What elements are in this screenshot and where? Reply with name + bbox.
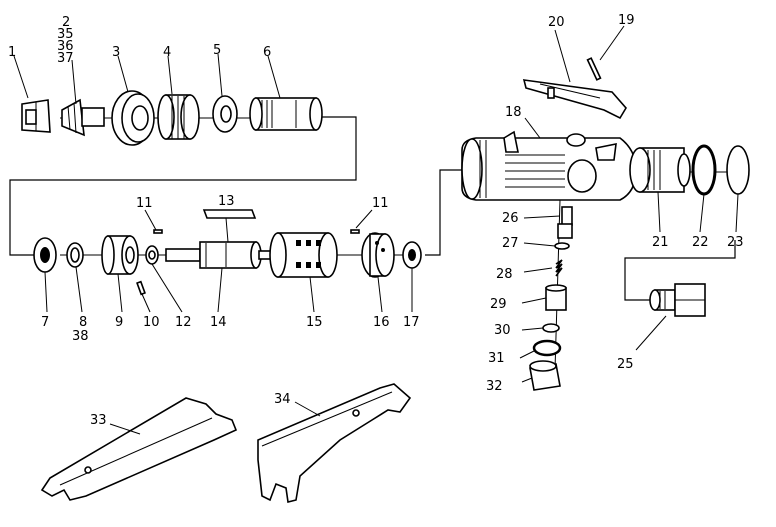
callout-3: 3 <box>112 45 120 60</box>
callout-20: 20 <box>548 15 565 30</box>
callout-19: 19 <box>618 13 635 28</box>
callout-32: 32 <box>486 379 503 394</box>
part-23-snap-ring <box>726 145 750 195</box>
part-34-wrench <box>257 383 412 503</box>
leader-lines <box>13 25 739 435</box>
callout-9: 9 <box>115 315 123 330</box>
part-9-bearing-housing <box>101 235 139 275</box>
part-22-o-ring <box>691 144 717 196</box>
callout-12: 12 <box>175 315 192 330</box>
part-4-threaded-housing <box>157 94 200 140</box>
callout-5: 5 <box>213 43 221 58</box>
assembly-line-right <box>425 169 462 256</box>
part-28-spring <box>555 259 563 277</box>
callout-11-right: 11 <box>372 196 389 211</box>
callout-15: 15 <box>306 315 323 330</box>
part-26-valve-stem <box>557 206 573 239</box>
part-1-collet-nut <box>21 99 51 133</box>
callout-17: 17 <box>403 315 420 330</box>
part-12-small-bearing <box>145 245 159 265</box>
callout-28: 28 <box>496 267 513 282</box>
part-25-inlet-fitting <box>649 283 706 317</box>
part-2-collet <box>61 98 105 137</box>
part-18-housing <box>461 130 637 201</box>
callout-14: 14 <box>210 315 227 330</box>
assembly-line-top <box>9 116 357 256</box>
part-10-pin <box>136 280 146 296</box>
callout-10: 10 <box>143 315 160 330</box>
callout-30: 30 <box>494 323 511 338</box>
part-30-o-ring <box>542 323 560 333</box>
part-15-cylinder <box>269 232 338 278</box>
part-8-ring <box>66 242 84 268</box>
part-11-pin-left <box>153 229 163 234</box>
callout-2: 2 <box>62 15 70 30</box>
callout-37: 37 <box>57 51 74 66</box>
part-6-spindle-sleeve <box>249 97 323 131</box>
part-7-bearing <box>33 237 57 273</box>
callout-29: 29 <box>490 297 507 312</box>
part-19-lever-pin <box>586 57 602 81</box>
callout-25: 25 <box>617 357 634 372</box>
part-14-rotor <box>165 241 272 269</box>
part-31-gasket <box>532 339 562 357</box>
callout-35: 35 <box>57 27 74 42</box>
part-27-o-ring <box>554 242 570 250</box>
part-17-rear-bearing <box>402 241 422 269</box>
callout-36: 36 <box>57 39 74 54</box>
part-33-wrench <box>40 397 238 501</box>
callout-21: 21 <box>652 235 669 250</box>
callout-22: 22 <box>692 235 709 250</box>
callout-8: 8 <box>79 315 87 330</box>
callout-7: 7 <box>41 315 49 330</box>
callout-4: 4 <box>163 45 171 60</box>
callout-26: 26 <box>502 211 519 226</box>
assembly-line-inlet <box>624 240 736 301</box>
part-21-rear-cap <box>629 147 691 193</box>
callout-38: 38 <box>72 329 89 344</box>
part-5-washer <box>212 95 238 133</box>
part-20-throttle-lever <box>522 79 627 120</box>
callout-1: 1 <box>8 45 16 60</box>
part-3-lock-ring <box>111 90 155 146</box>
callout-6: 6 <box>263 45 271 60</box>
callout-18: 18 <box>505 105 522 120</box>
part-13-vane <box>202 209 257 219</box>
callout-33: 33 <box>90 413 107 428</box>
part-29-valve-seat <box>545 284 567 311</box>
callout-31: 31 <box>488 351 505 366</box>
part-16-end-plate <box>361 232 395 278</box>
callout-labels: 1 2 35 36 37 3 4 5 6 7 8 38 9 10 11 12 1… <box>8 13 744 428</box>
part-32-plug <box>529 360 561 391</box>
part-11-pin-right <box>350 229 360 234</box>
callout-16: 16 <box>373 315 390 330</box>
callout-23: 23 <box>727 235 744 250</box>
callout-13: 13 <box>218 194 235 209</box>
callout-27: 27 <box>502 236 519 251</box>
callout-11-left: 11 <box>136 196 153 211</box>
callout-34: 34 <box>274 392 291 407</box>
